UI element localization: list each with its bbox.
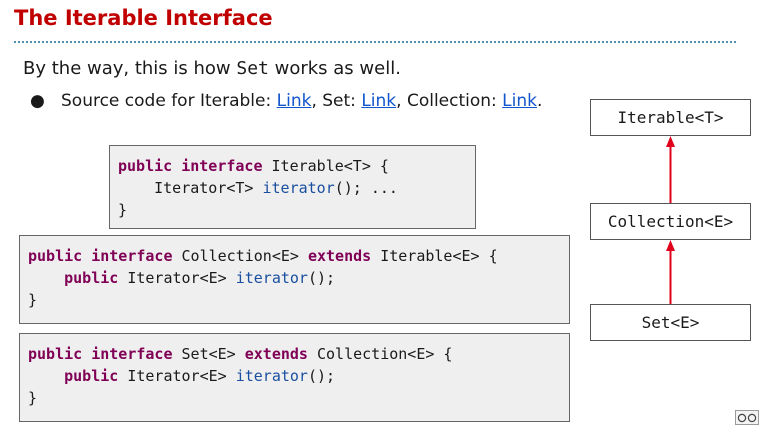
iterable-source-link[interactable]: Link [276,91,312,111]
code-text: (); [307,367,336,385]
code-line: public Iterator<E> iterator(); [28,267,569,289]
bullet-mid-1: , Set: [311,91,362,111]
code-keyword: public [64,269,119,287]
lead-text: By the way, this is how Set works as wel… [23,58,401,79]
code-line: } [118,199,475,221]
code-text: Iterable<E> { [371,247,498,265]
bullet-suffix: . [537,91,543,111]
code-method: iterator [235,269,308,287]
lead-code-set: Set [236,58,269,79]
title-divider [14,41,736,43]
code-keyword: public interface [118,157,263,175]
code-text: (); [307,269,336,287]
code-method: iterator [262,179,335,197]
inheritance-arrows [666,136,675,304]
code-text: Iterator<E> [118,367,236,385]
arrowhead-icon [666,136,675,147]
code-text: Collection<E> [172,247,308,265]
lead-before: By the way, this is how [23,58,237,79]
iterable-code-block: public interface Iterable<T> { Iterator<… [109,145,476,229]
bullet-mid-2: , Collection: [396,91,503,111]
code-line: public Iterator<E> iterator(); [28,365,569,387]
code-line: public interface Set<E> extends Collecti… [28,343,569,365]
code-text: Iterator<E> [118,269,236,287]
bullet-icon: ● [30,91,45,111]
code-line: Iterator<T> iterator(); ... [118,177,475,199]
code-keyword: extends [307,247,372,265]
code-line: public interface Iterable<T> { [118,155,475,177]
hierarchy-iterable-box: Iterable<T> [590,99,751,136]
collection-source-link[interactable]: Link [502,91,537,111]
code-line: public interface Collection<E> extends I… [28,245,569,267]
code-text: (); ... [334,179,398,197]
code-indent [28,367,64,385]
code-indent [28,269,64,287]
lead-after: works as well. [268,58,401,79]
code-keyword: public interface [28,247,173,265]
code-line: } [28,387,569,409]
hierarchy-set-box: Set<E> [590,304,751,341]
code-text: } [118,201,128,219]
code-text: } [28,291,38,309]
bullet-prefix: Source code for Iterable: [61,91,277,111]
collection-code-block: public interface Collection<E> extends I… [19,235,570,324]
slide-title: The Iterable Interface [14,6,273,30]
set-source-link[interactable]: Link [361,91,397,111]
set-code-block: public interface Set<E> extends Collecti… [19,333,570,422]
hierarchy-collection-box: Collection<E> [590,203,751,240]
code-text: Collection<E> { [307,345,453,363]
code-method: iterator [235,367,308,385]
code-keyword: extends [244,345,308,363]
creative-commons-icon [735,410,759,425]
code-keyword: public interface [28,345,173,363]
code-indent [118,179,154,197]
cc-glyph-icon [737,413,757,422]
code-text: } [28,389,38,407]
code-text: Iterable<T> { [262,157,389,175]
code-text: Iterator<T> [154,179,263,197]
code-text: Set<E> [172,345,245,363]
source-links-bullet: ●Source code for Iterable: Link, Set: Li… [30,91,542,111]
code-line: } [28,289,569,311]
code-keyword: public [64,367,119,385]
arrowhead-icon [666,240,675,251]
